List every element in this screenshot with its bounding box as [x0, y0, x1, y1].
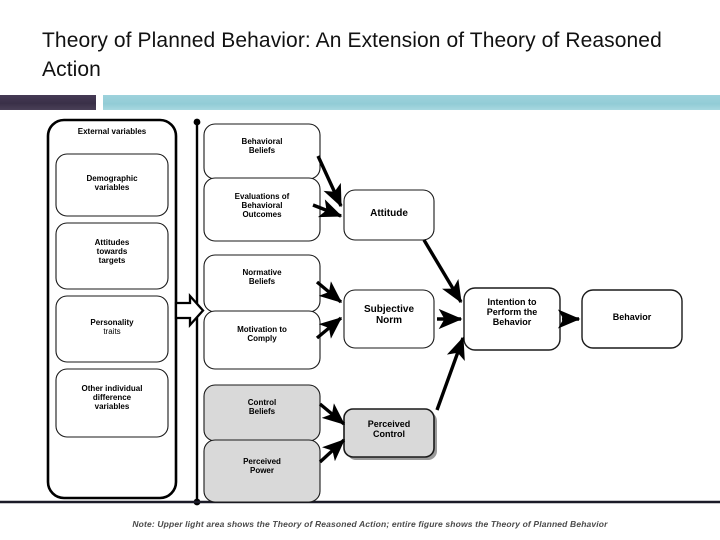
block-arrow-external-to-beliefs — [174, 292, 205, 329]
figure-note: Note: Upper light area shows the Theory … — [132, 519, 608, 529]
title-accent-bar-teal — [103, 95, 720, 110]
title-accent-bar-dark — [0, 95, 96, 110]
outcome-column-boxes — [463, 287, 683, 351]
construct-column-boxes — [343, 189, 437, 460]
diagram-canvas — [0, 118, 720, 506]
page-title: Theory of Planned Behavior: An Extension… — [42, 29, 662, 81]
diagram-arrows — [312, 155, 581, 464]
external-variable-boxes — [55, 153, 169, 438]
tpb-diagram: External variables Demographic variables… — [0, 110, 720, 540]
belief-column-boxes — [203, 123, 321, 503]
